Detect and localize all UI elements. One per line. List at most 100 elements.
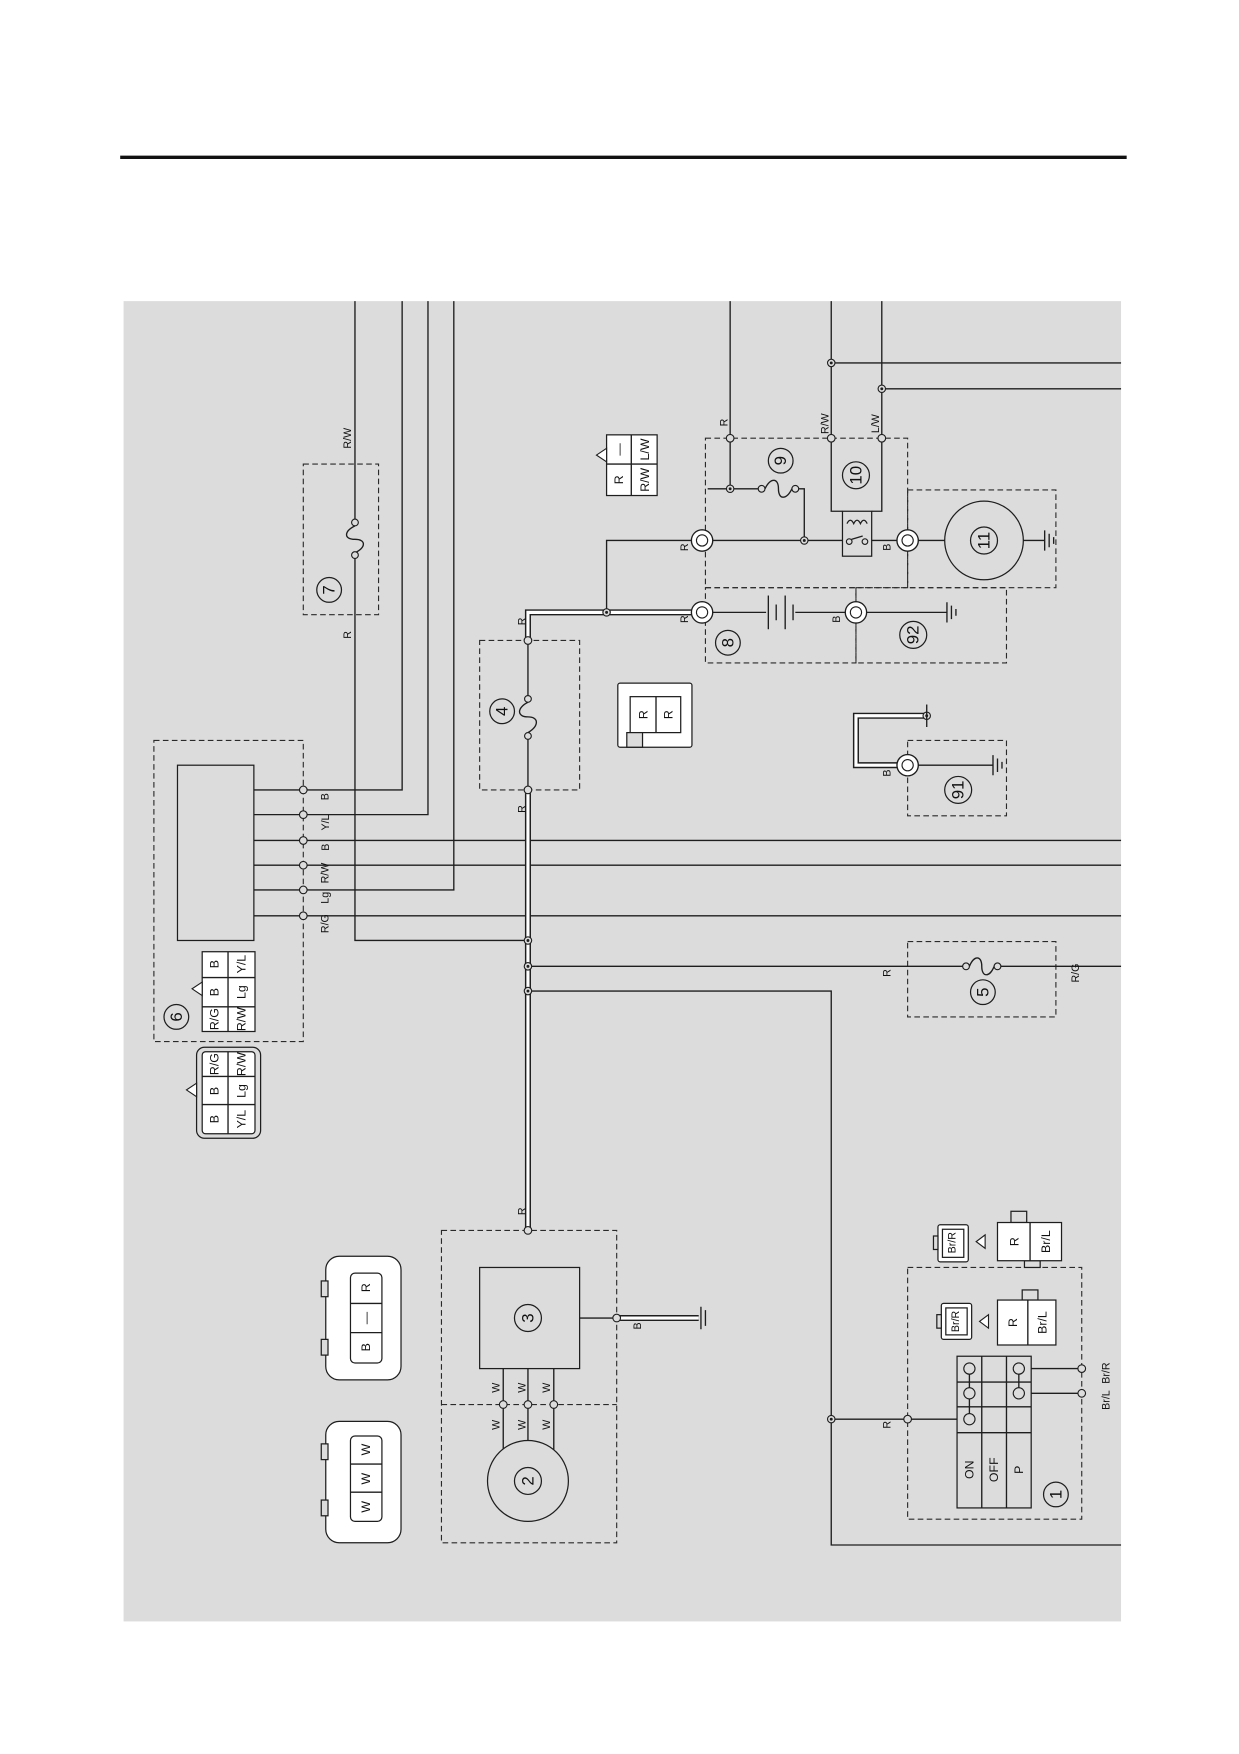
callout-8: 8 <box>718 638 737 647</box>
generator-box <box>440 1229 618 1544</box>
label-fuse4-in: R <box>516 617 528 625</box>
terminal-ground91 <box>896 753 919 777</box>
callout-7: 7 <box>320 585 339 594</box>
label-fuse7-out: R <box>342 631 354 639</box>
label-c6-pin1: B <box>320 793 332 800</box>
main-switch-table: ON OFF P <box>956 1355 1032 1509</box>
stator2-symbol <box>486 1439 570 1523</box>
connector6-unit <box>176 764 255 942</box>
label-terminal-ground91: B <box>881 770 893 777</box>
battery-symbol <box>767 595 794 630</box>
c6-cell-1b: Y/L <box>235 955 249 974</box>
fuse9-symbol <box>757 479 800 498</box>
terminal-motor <box>896 529 919 552</box>
label-switch-out-brr: Br/R <box>1100 1362 1112 1384</box>
relay-connector: R R/W — L/W <box>595 434 658 497</box>
c6-cell-1a: B <box>208 960 222 968</box>
label-switch-in: R <box>881 1421 893 1429</box>
fuse-connector: R R <box>617 682 693 748</box>
callout-6: 6 <box>167 1012 186 1021</box>
switch-inner-female: Br/R <box>950 1310 962 1332</box>
label-relay-rw: R/W <box>820 412 832 434</box>
relay-leads <box>830 441 883 512</box>
motor11-symbol <box>944 500 1024 581</box>
callout-11: 11 <box>975 532 994 550</box>
connector6-mate: R/G R/W B Lg B Y/L <box>185 1046 262 1139</box>
label-terminal-relay-in: R <box>679 543 691 551</box>
label-generator-out: R <box>516 1207 528 1215</box>
relay-conn-cell-1a: R <box>612 475 626 484</box>
label-terminal-motor: B <box>881 544 893 551</box>
label-stator-w6: W <box>541 1419 553 1430</box>
label-c6-pin5: Lg <box>320 892 332 904</box>
callouts: 7 4 6 9 10 11 8 92 91 5 3 2 1 <box>163 447 1069 1508</box>
label-generator-ground: B <box>632 1322 644 1329</box>
switch-outer-male-1: R <box>1007 1237 1021 1246</box>
wires <box>253 301 1122 1546</box>
wire-lg-connector6 <box>303 301 455 891</box>
label-relay-lw: L/W <box>870 413 882 433</box>
terminal-battery-pos <box>690 601 714 624</box>
wire-rw-top <box>830 301 1122 435</box>
relay-conn-cell-1b: R/W <box>638 467 652 491</box>
fuse7-box <box>302 463 380 616</box>
c6-cell-3b: R/W <box>235 1007 249 1031</box>
c6m-cell-3b: Y/L <box>235 1110 249 1129</box>
wire-yl-connector6 <box>303 301 429 816</box>
label-stator-w1: W <box>490 1382 502 1393</box>
label-terminal-battery-neg: B <box>831 616 843 623</box>
callout-92: 92 <box>904 625 923 644</box>
label-c6-pin4: R/W <box>320 862 332 884</box>
c6-cell-2a: B <box>208 988 222 996</box>
ground91-box <box>907 739 1008 817</box>
ground-91 <box>992 755 1003 776</box>
wire-r-relay-feed <box>605 539 692 613</box>
stator-conn-cell-2: W <box>359 1473 373 1485</box>
switch-outer-female: Br/R <box>947 1232 959 1254</box>
gen-conn-cell-3: B <box>359 1343 373 1351</box>
fuse-conn-cell-2: R <box>661 710 675 719</box>
main-switch-connector-outer: Br/R R Br/L <box>932 1210 1063 1269</box>
main-switch-connector-inner: Br/R R Br/L <box>936 1289 1057 1346</box>
label-relay-feed: R <box>719 418 731 426</box>
callout-91: 91 <box>949 781 968 800</box>
callout-9: 9 <box>771 456 790 465</box>
label-c6-pin2: Y/L <box>320 814 332 830</box>
switch-position-off: OFF <box>987 1457 1001 1482</box>
stator-conn-cell-1: W <box>359 1443 373 1455</box>
switch-position-on: ON <box>962 1460 976 1479</box>
label-c6-pin6: R/G <box>320 914 332 933</box>
label-fuse5-out: R/G <box>1070 964 1082 983</box>
relay-conn-cell-2b: L/W <box>638 438 652 460</box>
generator-connector: R — B <box>320 1255 402 1381</box>
label-stator-w2: W <box>516 1382 528 1393</box>
thick-wire-core <box>526 610 927 1320</box>
thick-wires <box>524 609 927 1322</box>
fuse5-box <box>907 941 1057 1018</box>
generator3-unit <box>479 1266 581 1370</box>
label-stator-w5: W <box>516 1419 528 1430</box>
fuse5-symbol <box>962 957 1002 976</box>
ground-motor <box>1043 530 1055 551</box>
label-stator-w4: W <box>490 1419 502 1430</box>
ground-92 <box>946 602 957 623</box>
label-fuse5-in: R <box>881 969 893 977</box>
callout-2: 2 <box>518 1476 537 1485</box>
switch-inner-male-2: Br/L <box>1035 1311 1049 1334</box>
label-switch-out-brl: Br/L <box>1100 1390 1112 1410</box>
stator-conn-cell-3: W <box>359 1501 373 1513</box>
callout-5: 5 <box>973 987 992 996</box>
wire-r-from-fuse7 <box>354 556 528 942</box>
c6-cell-3a: R/G <box>208 1008 222 1030</box>
c6-cell-2b: Lg <box>235 985 249 999</box>
stator-connector: W W W <box>320 1420 402 1544</box>
label-fuse7-in: R/W <box>342 427 354 449</box>
label-terminal-battery-pos: R <box>679 615 691 623</box>
fuse4-symbol <box>518 694 538 740</box>
wire-lw-top <box>881 301 1122 435</box>
switch-outer-male-2: Br/L <box>1039 1230 1053 1253</box>
wire-labels: R/W R B Y/L B R/W Lg R/G R R R R/G R B W… <box>320 412 1113 1429</box>
wire-r-main-switch <box>527 990 1122 1546</box>
connector6-pinout: B Y/L B Lg R/G R/W <box>191 951 256 1033</box>
callout-4: 4 <box>493 707 512 716</box>
